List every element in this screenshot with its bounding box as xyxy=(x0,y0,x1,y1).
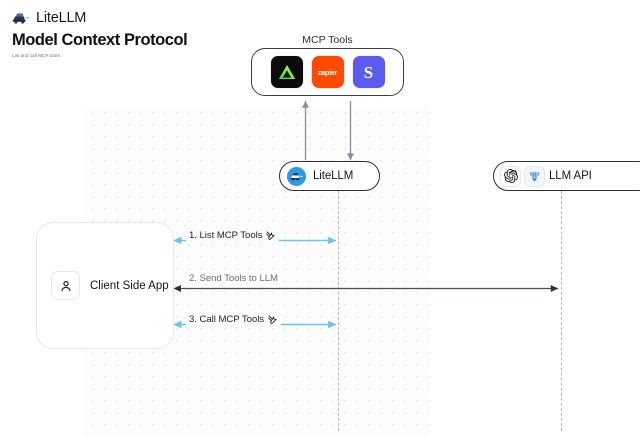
litellm-node[interactable]: LiteLLM xyxy=(279,161,380,191)
page-subtitle: List and call MCP tools xyxy=(12,53,60,58)
tools-icon xyxy=(265,230,276,241)
brand-name: LiteLLM xyxy=(36,10,87,26)
page-title: Model Context Protocol xyxy=(12,31,188,49)
edge-label-call-mcp-tools: 3. Call MCP Tools xyxy=(186,313,282,326)
client-side-app-node[interactable]: Client Side App xyxy=(36,222,174,349)
anthropic-icon xyxy=(525,166,544,186)
tools-icon xyxy=(267,314,278,325)
litellm-logo-icon xyxy=(12,11,30,25)
llm-api-node-label: LLM API xyxy=(549,170,592,182)
edge-label-send-tools-to-llm: 2. Send Tools to LLM xyxy=(186,272,281,285)
client-side-app-label: Client Side App xyxy=(90,279,169,292)
edge-label-send-tools-to-llm-text: 2. Send Tools to LLM xyxy=(189,273,278,284)
litellm-circle-icon xyxy=(287,166,306,186)
zapier-label: zapier xyxy=(317,67,338,77)
user-icon xyxy=(51,271,80,300)
litellm-node-label: LiteLLM xyxy=(313,170,354,182)
slack-tool-icon[interactable]: S xyxy=(352,56,385,88)
edge-label-call-mcp-tools-text: 3. Call MCP Tools xyxy=(189,314,265,325)
canvas-mask-right xyxy=(430,66,640,436)
llm-api-node[interactable]: LLM API xyxy=(493,161,640,191)
lifeline-litellm xyxy=(338,191,339,431)
edge-label-list-mcp-tools-text: 1. List MCP Tools xyxy=(189,230,263,241)
mcp-tools-label: MCP Tools xyxy=(302,34,353,46)
zapier-tool-icon[interactable]: zapier xyxy=(311,56,344,88)
edge-label-list-mcp-tools: 1. List MCP Tools xyxy=(186,229,280,242)
brand: LiteLLM xyxy=(12,8,86,28)
openai-icon xyxy=(501,166,520,186)
triangle-tool-icon[interactable] xyxy=(270,56,303,88)
slack-label: S xyxy=(363,62,374,82)
mcp-tools-group[interactable]: zapier S xyxy=(251,48,404,96)
lifeline-llm-api xyxy=(561,191,562,431)
